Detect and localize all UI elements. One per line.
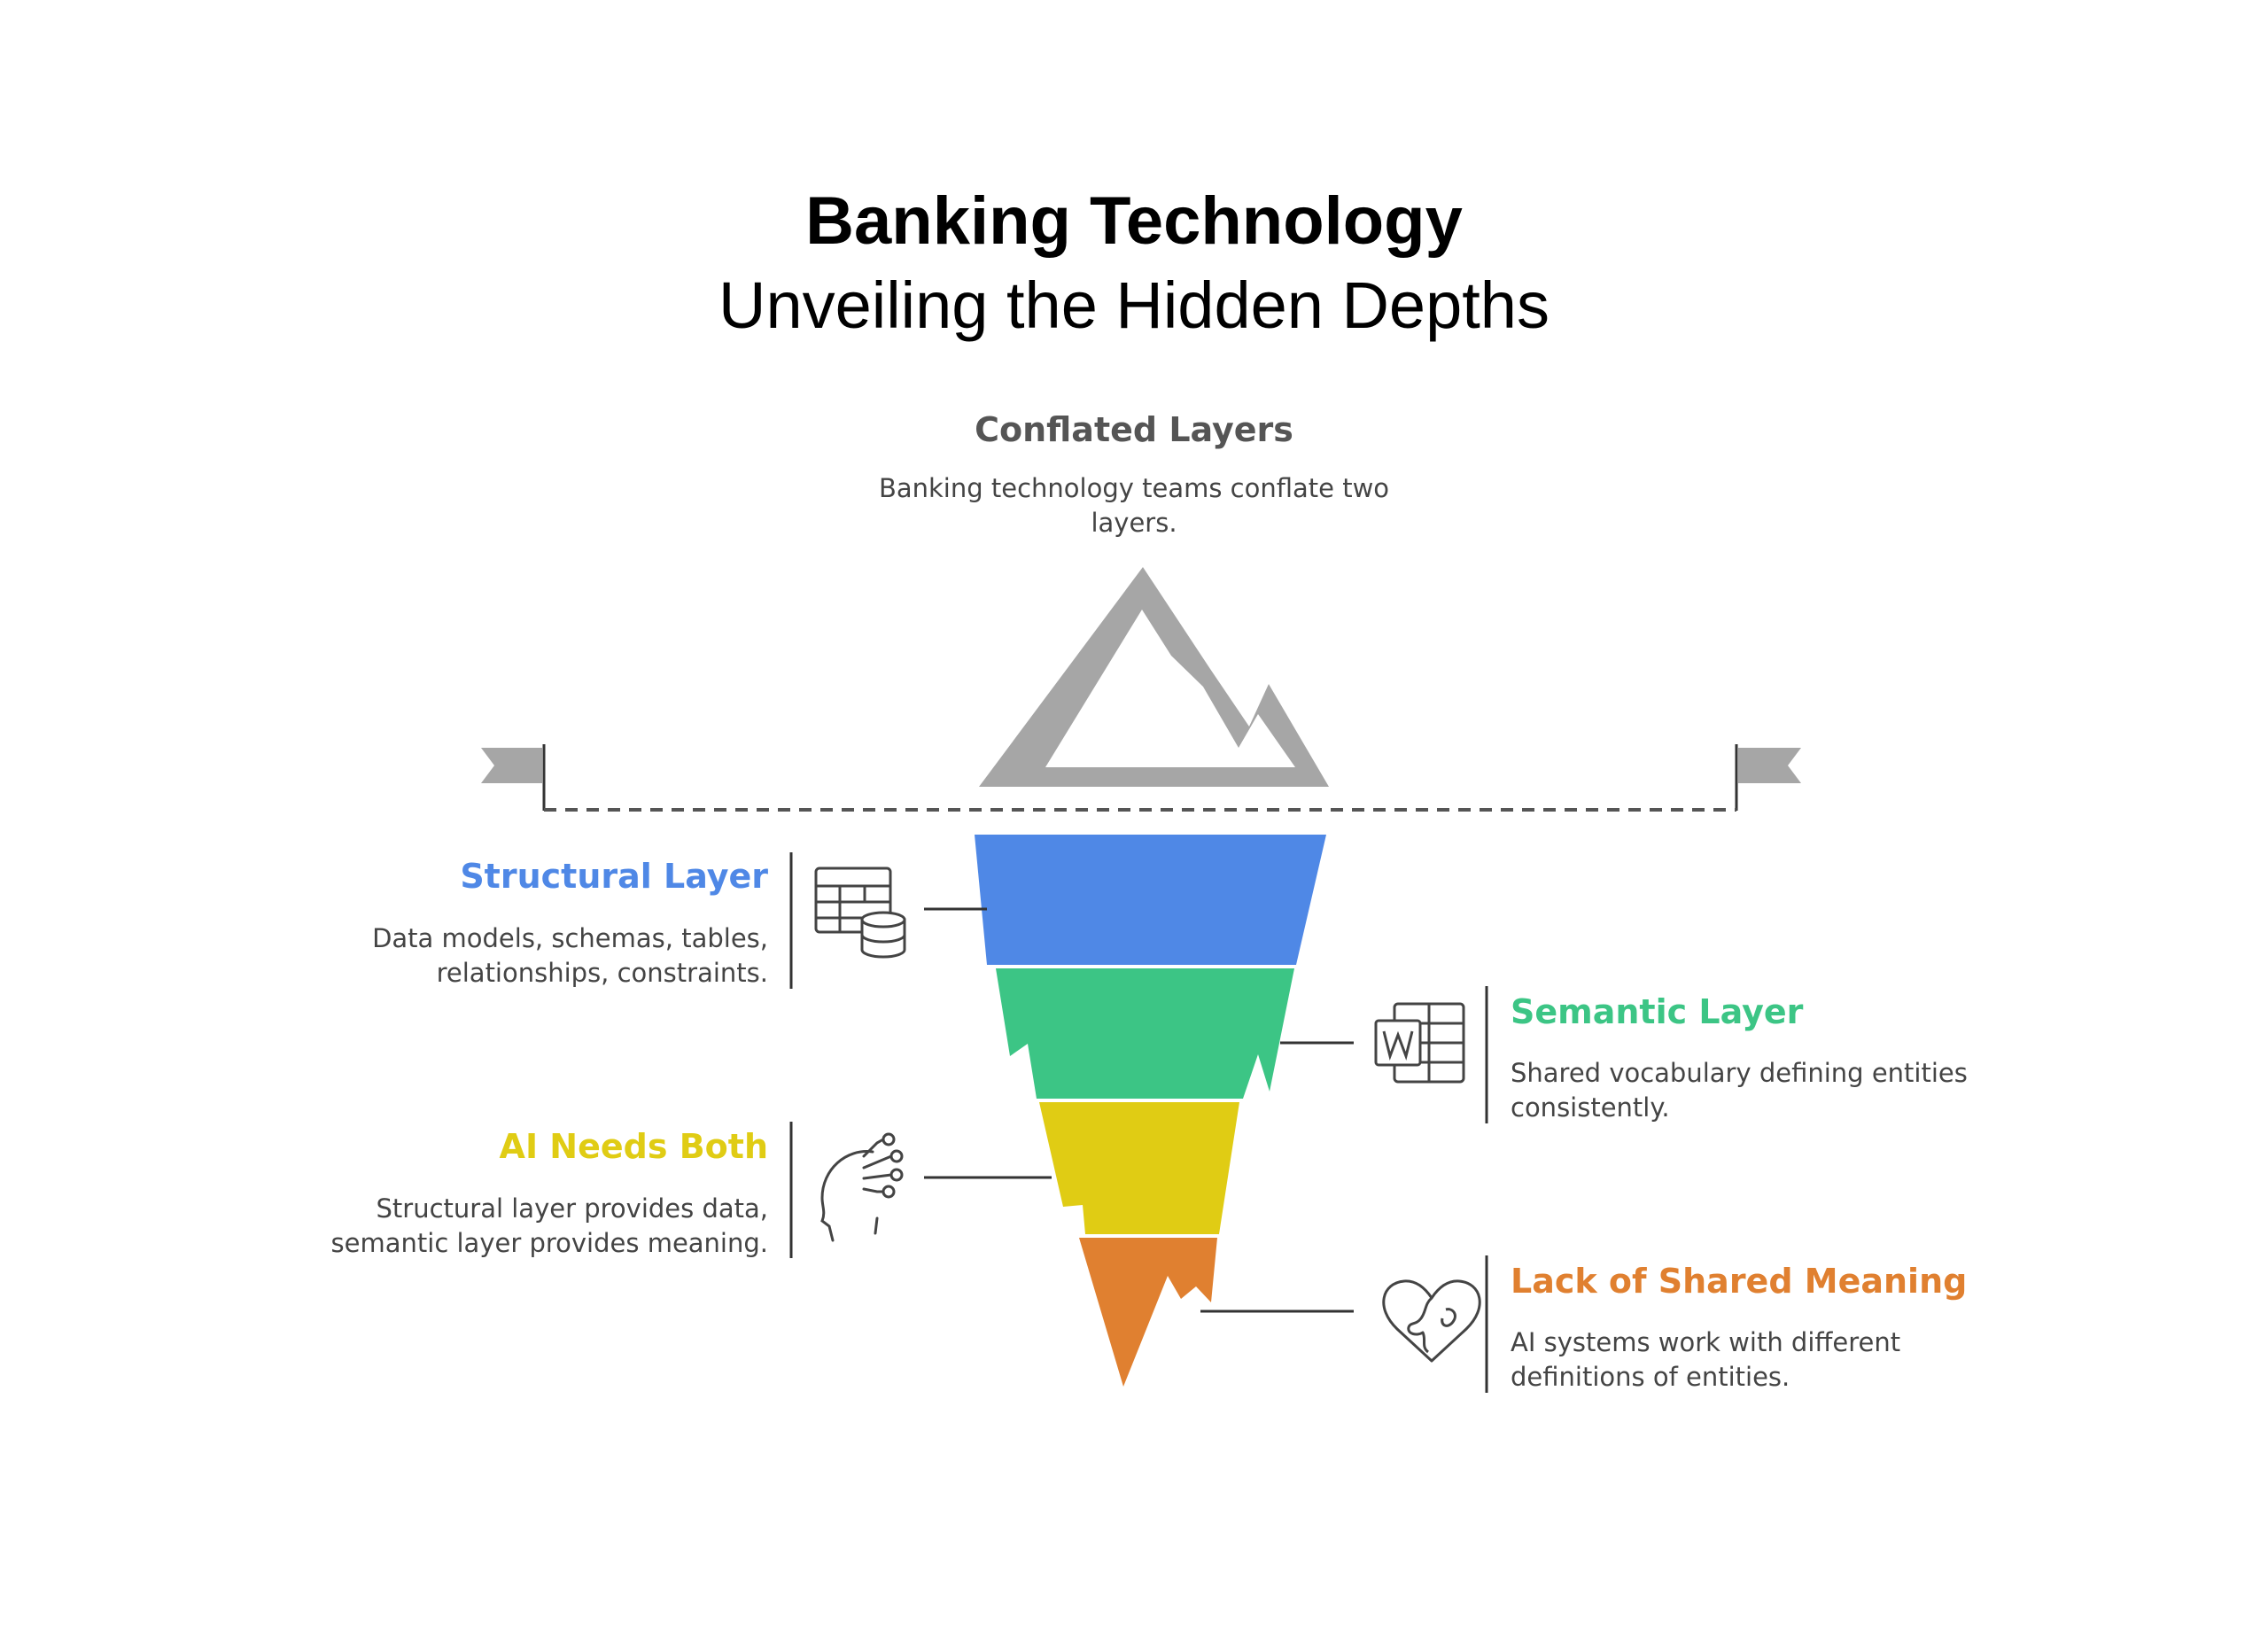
word-document-icon (1374, 1002, 1465, 1084)
conflated-layers-heading: Conflated Layers (975, 410, 1293, 449)
semantic-layer-title: Semantic Layer (1511, 992, 1804, 1031)
ai-needs-both-band (1039, 1102, 1239, 1234)
page-title: Banking Technology (805, 183, 1463, 259)
puzzle-heart-icon (1382, 1279, 1481, 1363)
lack-of-shared-meaning-band (1079, 1238, 1217, 1387)
left-flag-icon (481, 744, 546, 811)
ai-needs-both-description: Structural layer provides data, semantic… (330, 1193, 768, 1258)
right-flag-icon (1735, 744, 1801, 811)
page-subtitle: Unveiling the Hidden Depths (718, 268, 1550, 342)
semantic-layer-description: Shared vocabulary defining entities cons… (1511, 1058, 1968, 1123)
structural-layer-description: Data models, schemas, tables, relationsh… (372, 923, 768, 988)
iceberg-peak-icon (979, 567, 1329, 787)
conflated-layers-description: Banking technology teams conflate two la… (878, 473, 1390, 538)
lack-of-shared-meaning-description: AI systems work with different definitio… (1511, 1327, 1901, 1392)
ai-head-circuit-icon (820, 1132, 904, 1242)
structural-layer-band (975, 835, 1326, 965)
semantic-layer-band (996, 968, 1294, 1099)
ai-needs-both-title: AI Needs Both (499, 1127, 768, 1166)
lack-of-shared-meaning-title: Lack of Shared Meaning (1511, 1262, 1968, 1301)
database-table-icon (814, 867, 906, 959)
structural-layer-title: Structural Layer (460, 857, 768, 896)
